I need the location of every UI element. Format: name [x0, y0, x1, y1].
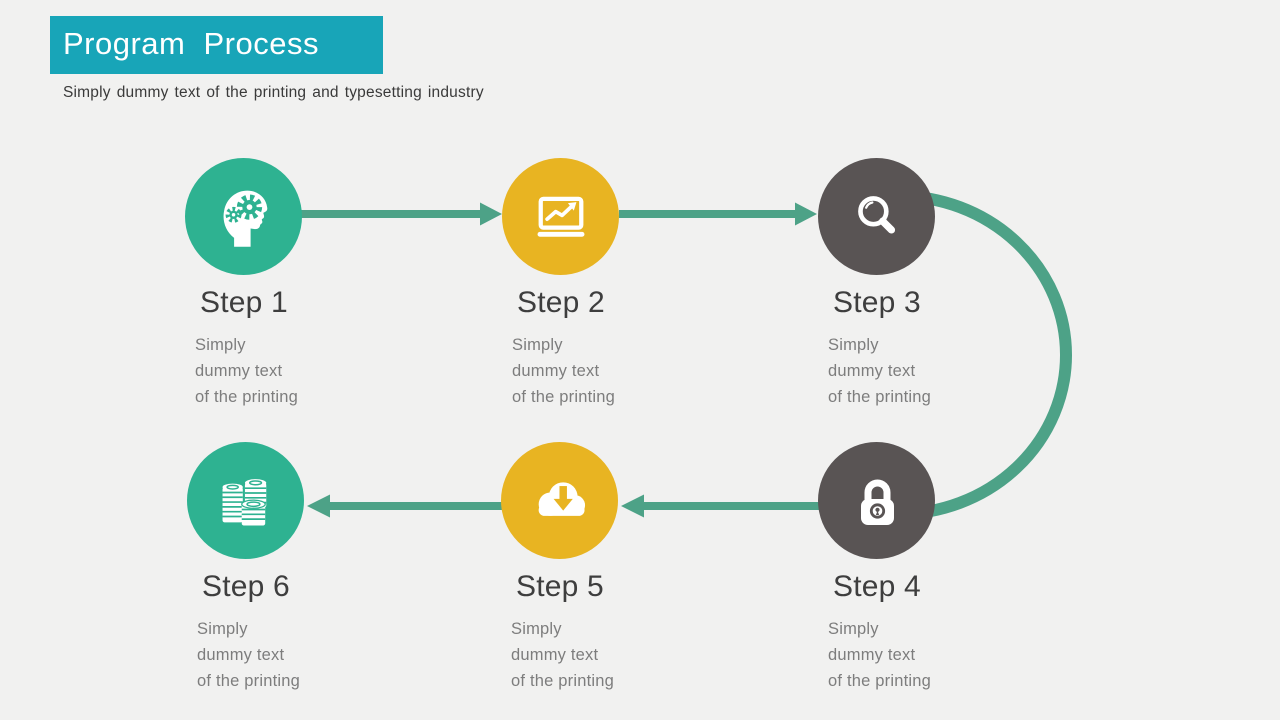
magnifier-icon [857, 195, 895, 234]
head-gears-icon [223, 190, 267, 247]
step-3-description: Simply dummy text of the printing [828, 336, 931, 406]
title-bar: Program Process [50, 16, 383, 74]
step-3-circle [818, 158, 935, 275]
step-1-circle [185, 158, 302, 275]
laptop-chart-icon [537, 196, 584, 237]
step-5-label: Step 5 [516, 570, 604, 603]
arrow-step5-to-step6 [307, 494, 504, 518]
step-4-description: Simply dummy text of the printing [828, 620, 931, 690]
slide-subtitle: Simply dummy text of the printing and ty… [63, 84, 484, 101]
step-2-label: Step 2 [517, 286, 605, 319]
arrow-step4-to-step5 [621, 494, 819, 518]
arrow-step2-to-step3 [619, 202, 817, 226]
step-2-circle [502, 158, 619, 275]
cloud-download-icon [538, 481, 585, 516]
step-4-label: Step 4 [833, 570, 921, 603]
step-6-label: Step 6 [202, 570, 290, 603]
step-4: Step 4 Simply dummy text of the printing [818, 442, 935, 690]
step-5-description: Simply dummy text of the printing [511, 620, 614, 690]
step-5: Step 5 Simply dummy text of the printing [501, 442, 618, 690]
step-2: Step 2 Simply dummy text of the printing [502, 158, 619, 406]
step-1-label: Step 1 [200, 286, 288, 319]
step-6-circle [187, 442, 304, 559]
arrow-step1-to-step2 [300, 202, 502, 226]
step-6: Step 6 Simply dummy text of the printing [187, 442, 304, 690]
step-3: Step 3 Simply dummy text of the printing [818, 158, 935, 406]
page-title: Program Process [63, 26, 319, 61]
coins-icon [222, 478, 266, 526]
step-3-label: Step 3 [833, 286, 921, 319]
step-1: Step 1 Simply dummy text of the printing [185, 158, 302, 406]
step-4-circle [818, 442, 935, 559]
padlock-icon [860, 479, 894, 525]
curve-step3-to-step4 [897, 190, 1072, 520]
step-1-description: Simply dummy text of the printing [195, 336, 298, 406]
step-6-description: Simply dummy text of the printing [197, 620, 300, 690]
coin-stack-left [222, 483, 243, 522]
step-5-circle [501, 442, 618, 559]
step-2-description: Simply dummy text of the printing [512, 336, 615, 406]
coin-stack-front [240, 499, 266, 526]
